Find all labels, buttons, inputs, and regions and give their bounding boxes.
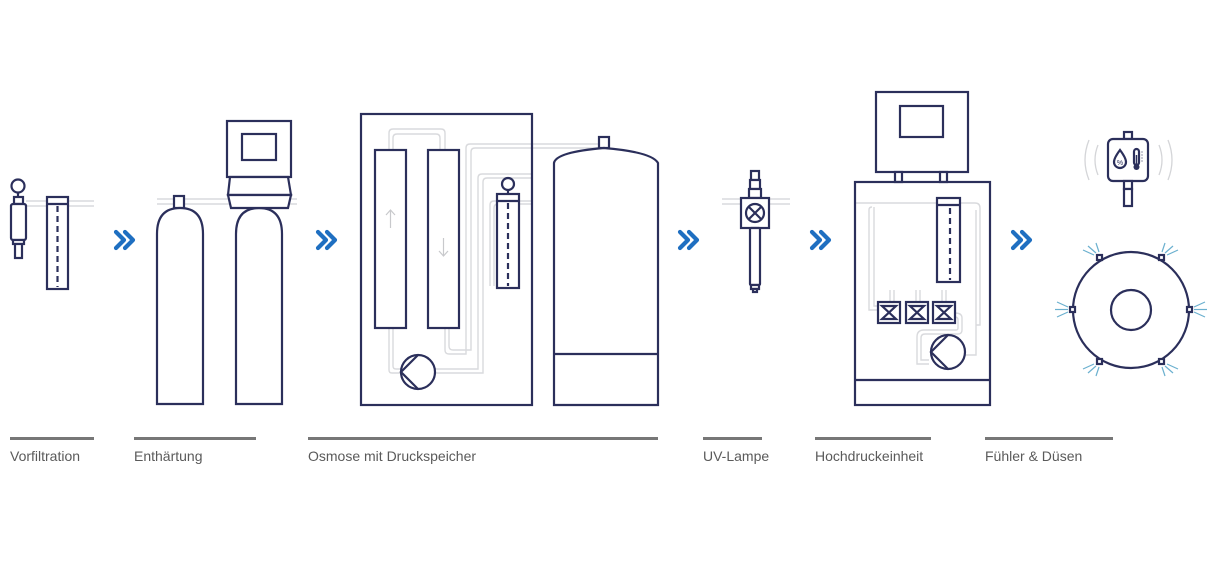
pressure-gauge-icon — [10, 178, 26, 197]
step-rule-vorfiltration — [10, 437, 94, 440]
hochdruck-controller — [874, 90, 970, 184]
step-label-vorfiltration: Vorfiltration — [10, 448, 81, 464]
controller-display — [898, 104, 945, 139]
thermometer-icon — [1132, 147, 1143, 170]
valve-icon — [931, 300, 957, 325]
hochdruck-filter — [935, 196, 962, 284]
step-label-hochdruck: Hochdruckeinheit — [815, 448, 924, 464]
nozzle-icon — [1157, 357, 1179, 377]
osmose-illustration — [359, 112, 660, 407]
nozzle-icon — [1157, 242, 1179, 262]
step-label-osmose: Osmose mit Druckspeicher — [308, 448, 477, 464]
double-chevron-right-icon — [809, 229, 832, 251]
filter-housing — [9, 202, 28, 242]
step-rule-hochdruck — [815, 437, 931, 440]
step-rule-osmose — [308, 437, 658, 440]
step-label-fuehler: Fühler & Düsen — [985, 448, 1083, 464]
double-chevron-right-icon — [1010, 229, 1033, 251]
controller-display — [240, 132, 278, 162]
double-chevron-right-icon — [677, 229, 700, 251]
step-label-uv-lampe: UV-Lampe — [703, 448, 770, 464]
pump-icon — [399, 353, 437, 391]
valve-icon — [876, 300, 902, 325]
vorfiltration-illustration — [9, 178, 94, 291]
membrane-left — [373, 148, 408, 330]
arrow-down-icon — [438, 238, 449, 257]
nozzle-icon — [1082, 242, 1104, 262]
osmose-cabinet — [359, 112, 534, 407]
hochdruck-illustration — [853, 90, 992, 407]
nozzle-icon — [1185, 301, 1207, 318]
softener-tank — [234, 206, 284, 406]
step-rule-enthaertung — [134, 437, 256, 440]
double-chevron-right-icon — [113, 229, 136, 251]
step-rule-uv-lampe — [703, 437, 762, 440]
osmose-pipes — [388, 128, 602, 374]
sensor: % — [1084, 130, 1173, 208]
osmose-prefilter — [495, 176, 521, 290]
humidity-symbol: % — [1117, 160, 1123, 167]
pump-icon — [929, 333, 967, 371]
uv-lampe-illustration — [722, 169, 790, 294]
nozzle-ring — [1071, 250, 1191, 370]
step-label-enthaertung: Enthärtung — [134, 448, 203, 464]
arrow-up-icon — [385, 209, 396, 228]
double-chevron-right-icon — [315, 229, 338, 251]
hochdruck-cabinet — [853, 180, 992, 407]
enthaertung-illustration — [155, 119, 297, 406]
brine-tank — [155, 194, 205, 406]
filter-outlet — [13, 242, 24, 260]
nozzle-icon — [1082, 357, 1104, 377]
nozzle-icon — [1055, 301, 1077, 318]
uv-lamp-icon — [744, 202, 766, 224]
softener-controller — [225, 119, 293, 210]
membrane-right — [426, 148, 461, 330]
step-rule-fuehler — [985, 437, 1113, 440]
filter-cartridge — [45, 195, 70, 291]
fuehler-illustration: % — [1055, 130, 1207, 377]
valve-icon — [904, 300, 930, 325]
humidity-drop-icon: % — [1112, 148, 1128, 170]
pressure-tank — [552, 135, 660, 407]
